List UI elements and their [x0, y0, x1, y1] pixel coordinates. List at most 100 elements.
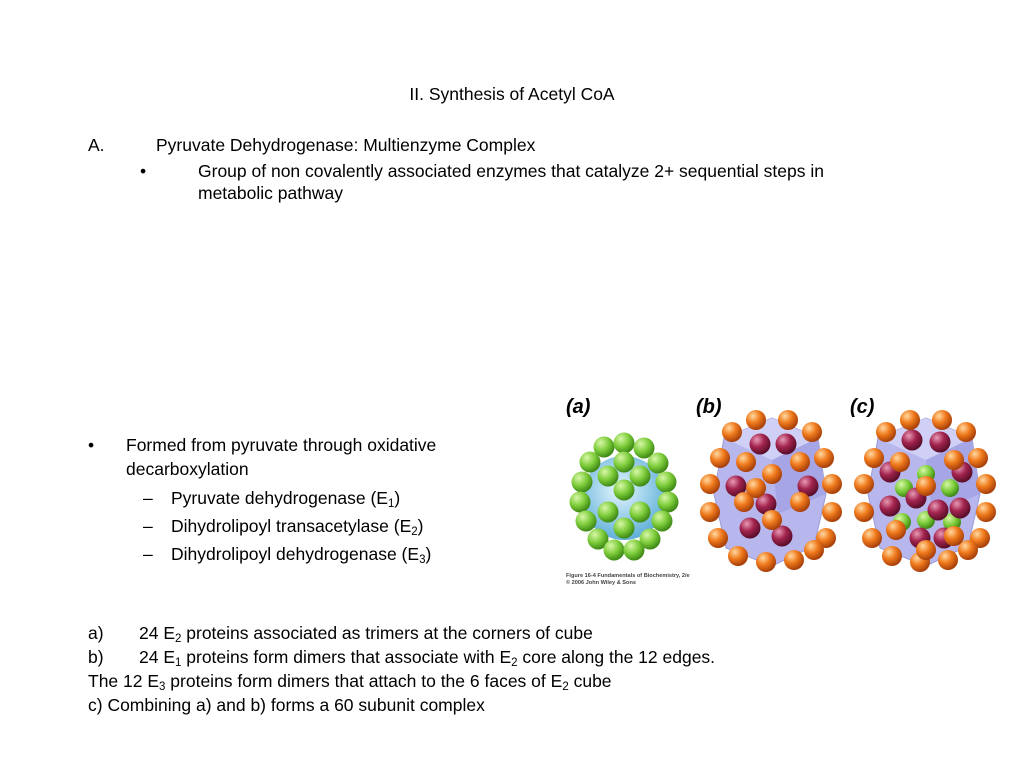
- e1-e2-complex-model: [700, 410, 842, 572]
- e1-subunit: [784, 550, 804, 570]
- e1-subunit: [932, 410, 952, 430]
- e2-subunit: [633, 437, 655, 459]
- e1-subunit: [956, 422, 976, 442]
- e2-subunit: [657, 491, 679, 513]
- e2-subunit: [569, 491, 591, 513]
- e2-subunit: [613, 451, 635, 473]
- e1-subunit: [916, 540, 936, 560]
- enzyme-dash: –: [143, 544, 153, 564]
- e3-subunit: [879, 495, 901, 517]
- note-e3: The 12 E3 proteins form dimers that atta…: [88, 671, 612, 693]
- slide-title: II. Synthesis of Acetyl CoA: [409, 84, 615, 104]
- e2-subunit: [603, 539, 625, 561]
- e3-subunit: [749, 433, 771, 455]
- e2-subunit: [579, 451, 601, 473]
- section-bullet-line1: Group of non covalently associated enzym…: [198, 161, 824, 181]
- e1-subunit: [728, 546, 748, 566]
- cube-face-top: [724, 418, 818, 460]
- e1-subunit: [746, 410, 766, 430]
- e2-subunit: [575, 510, 597, 532]
- e3-subunit: [755, 493, 777, 515]
- e3-subunit: [797, 475, 819, 497]
- e1-subunit: [968, 448, 988, 468]
- e3-subunit: [901, 429, 923, 451]
- formed-bullet-marker: •: [88, 435, 95, 455]
- e2-subunit: [613, 432, 635, 454]
- e1-subunit: [802, 422, 822, 442]
- note-c: c) Combining a) and b) forms a 60 subuni…: [88, 695, 485, 715]
- e3-subunit: [949, 497, 971, 519]
- figure-label-b: (b): [696, 396, 722, 418]
- e2-subunit: [655, 471, 677, 493]
- e1-subunit: [854, 502, 874, 522]
- e1-subunit: [976, 502, 996, 522]
- e1-subunit: [886, 520, 906, 540]
- figure-caption-line1: Figure 16-4 Fundamentals of Biochemistry…: [566, 573, 690, 579]
- e1-subunit: [804, 540, 824, 560]
- e2-subunit: [639, 528, 661, 550]
- e1-subunit: [822, 502, 842, 522]
- e3-subunit: [929, 431, 951, 453]
- e1-subunit: [862, 528, 882, 548]
- formed-line2: decarboxylation: [126, 459, 249, 479]
- e2-subunit: [629, 465, 651, 487]
- e1-subunit: [854, 474, 874, 494]
- e1-subunit: [958, 540, 978, 560]
- section-bullet-marker: •: [140, 161, 147, 181]
- e1-subunit: [822, 474, 842, 494]
- pdh-complex-illustration: (a) (b) (c) Figure 16-4 Fundamentals of …: [566, 396, 996, 586]
- e1-subunit: [882, 546, 902, 566]
- figure-label-a: (a): [566, 396, 591, 418]
- section-marker: A.: [88, 135, 105, 155]
- e3-subunit: [725, 475, 747, 497]
- e1-subunit: [700, 474, 720, 494]
- figure-label-c: (c): [850, 396, 875, 418]
- e1-subunit: [976, 474, 996, 494]
- formed-line1: Formed from pyruvate through oxidative: [126, 435, 437, 455]
- note-b: 24 E1 proteins form dimers that associat…: [139, 647, 716, 669]
- enzyme-item: Pyruvate dehydrogenase (E1): [171, 488, 401, 510]
- e1-subunit: [900, 410, 920, 430]
- e2-subunit: [629, 501, 651, 523]
- e1-subunit: [708, 528, 728, 548]
- e1-subunit: [736, 452, 756, 472]
- e1-subunit: [710, 448, 730, 468]
- figure-caption-line2: © 2006 John Wiley & Sons: [566, 579, 636, 586]
- e2-core-model: [569, 432, 679, 561]
- e1-subunit: [864, 448, 884, 468]
- e2-subunit: [593, 436, 615, 458]
- e2-subunit: [623, 539, 645, 561]
- e1-subunit: [778, 410, 798, 430]
- e3-subunit: [927, 499, 949, 521]
- e1-subunit: [814, 448, 834, 468]
- e1-subunit: [876, 422, 896, 442]
- e2-subunit: [571, 471, 593, 493]
- section-bullet-line2: metabolic pathway: [198, 183, 343, 203]
- e2-subunit: [647, 452, 669, 474]
- cube-face-top: [878, 418, 972, 460]
- note-b-marker: b): [88, 647, 104, 667]
- enzyme-dash: –: [143, 488, 153, 508]
- e1-subunit: [944, 450, 964, 470]
- e1-subunit: [734, 492, 754, 512]
- e1-subunit: [790, 452, 810, 472]
- enzyme-item: Dihydrolipoyl transacetylase (E2): [171, 516, 424, 538]
- enzyme-item: Dihydrolipoyl dehydrogenase (E3): [171, 544, 432, 566]
- enzyme-dash: –: [143, 516, 153, 536]
- e1-subunit: [756, 552, 776, 572]
- note-a: 24 E2 proteins associated as trimers at …: [139, 623, 593, 645]
- e1-subunit: [944, 526, 964, 546]
- e1-subunit: [722, 422, 742, 442]
- e3-subunit: [775, 433, 797, 455]
- e2-subunit: [587, 528, 609, 550]
- e3-subunit: [739, 517, 761, 539]
- e3-subunit: [771, 525, 793, 547]
- section-heading: Pyruvate Dehydrogenase: Multienzyme Comp…: [156, 135, 536, 155]
- e1-subunit: [916, 476, 936, 496]
- note-a-marker: a): [88, 623, 104, 643]
- e1-subunit: [762, 510, 782, 530]
- e2-subunit: [613, 517, 635, 539]
- e1-subunit: [890, 452, 910, 472]
- pdh-figure: (a) (b) (c) Figure 16-4 Fundamentals of …: [560, 390, 1000, 590]
- e1-subunit: [700, 502, 720, 522]
